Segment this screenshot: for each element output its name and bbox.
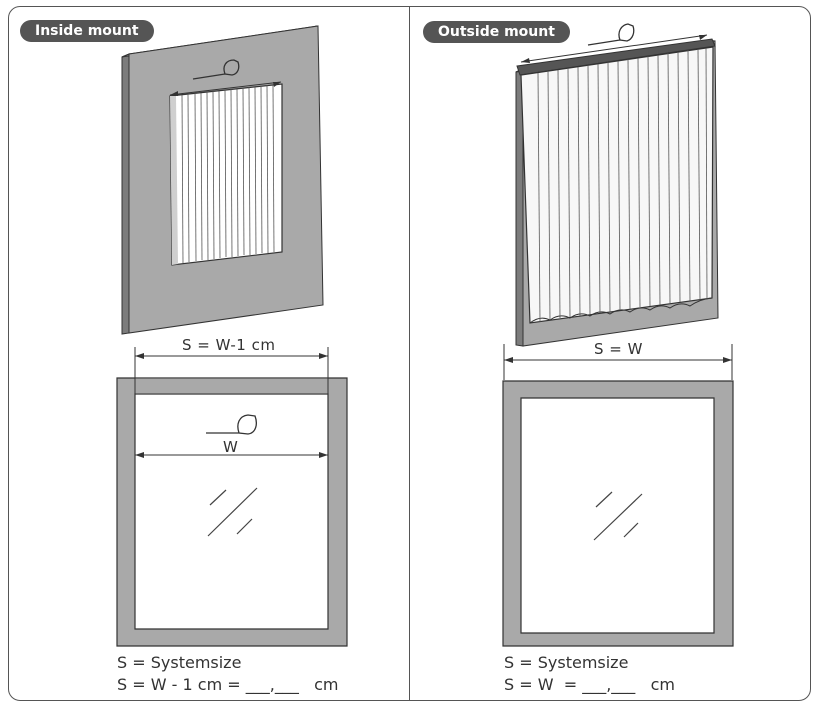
- outside-caption-definition: S = Systemsize: [504, 653, 629, 672]
- inside-3d-frame: [121, 25, 324, 335]
- inside-front-view: [116, 377, 348, 647]
- outside-system-size-label: S = W: [594, 340, 643, 358]
- inside-system-size-label: S = W-1 cm: [182, 336, 276, 354]
- outside-system-dimension: [503, 344, 733, 380]
- outside-3d-frame: [515, 23, 719, 347]
- outside-mount-badge: Outside mount: [423, 21, 570, 43]
- outside-pleats: [537, 47, 708, 323]
- outside-front-view: [502, 380, 734, 647]
- inside-mount-badge: Inside mount: [20, 20, 154, 42]
- inside-caption-definition: S = Systemsize: [117, 653, 242, 672]
- inside-caption-formula: S = W - 1 cm = ___,___ cm: [117, 675, 339, 694]
- inside-width-label: W: [223, 438, 239, 456]
- outside-caption-formula: S = W = ___,___ cm: [504, 675, 675, 694]
- inside-pleats: [181, 84, 275, 264]
- panel-divider: [409, 7, 410, 701]
